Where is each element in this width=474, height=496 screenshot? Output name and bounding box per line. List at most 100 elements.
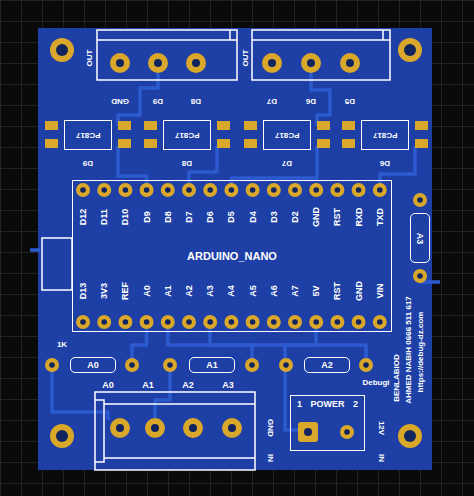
pin-label: D6 bbox=[206, 210, 215, 224]
silkscreen-label: A1 bbox=[141, 381, 155, 390]
drill-hole bbox=[283, 362, 289, 368]
silkscreen-label: D9 bbox=[82, 159, 94, 167]
solder-pad bbox=[373, 183, 387, 197]
solder-pad bbox=[182, 183, 196, 197]
pin-label: A5 bbox=[248, 284, 257, 298]
drill-hole bbox=[250, 319, 256, 325]
solder-pad bbox=[309, 183, 323, 197]
drill-hole bbox=[186, 319, 192, 325]
smd-pad bbox=[317, 139, 330, 148]
silkscreen-label: A0 bbox=[101, 381, 115, 390]
solder-pad bbox=[182, 315, 196, 329]
drill-hole bbox=[417, 273, 423, 279]
drill-hole bbox=[271, 187, 277, 193]
solder-pad bbox=[352, 183, 366, 197]
drill-hole bbox=[271, 319, 277, 325]
drill-hole bbox=[144, 319, 150, 325]
drill-hole bbox=[377, 187, 383, 193]
drill-hole bbox=[192, 59, 200, 67]
solder-pad bbox=[118, 315, 132, 329]
solder-pad bbox=[267, 183, 281, 197]
pcb-board bbox=[38, 28, 432, 470]
designer-note: AHMED NABIH 0666 511 617 bbox=[405, 295, 413, 405]
solder-pad bbox=[76, 315, 90, 329]
smd-pad bbox=[144, 121, 157, 130]
drill-hole bbox=[228, 424, 236, 432]
silkscreen-label: D8 bbox=[190, 97, 202, 105]
silkscreen-label: 1K bbox=[56, 341, 68, 349]
drill-hole bbox=[165, 187, 171, 193]
pin-label: A7 bbox=[291, 284, 300, 298]
pin-label: D13 bbox=[79, 282, 88, 301]
drill-hole bbox=[250, 187, 256, 193]
drill-hole bbox=[101, 319, 107, 325]
designer-note: BENLABIOD bbox=[393, 353, 401, 403]
drill-hole bbox=[49, 362, 55, 368]
solder-pad bbox=[279, 358, 293, 372]
solder-pad bbox=[413, 269, 427, 283]
drill-hole bbox=[101, 187, 107, 193]
drill-hole bbox=[335, 187, 341, 193]
solder-pad bbox=[145, 418, 165, 438]
silkscreen-label: D7 bbox=[281, 159, 293, 167]
solder-pad bbox=[163, 358, 177, 372]
pin-label: REF bbox=[121, 281, 130, 301]
drill-hole bbox=[80, 319, 86, 325]
drill-hole bbox=[129, 362, 135, 368]
smd-pad bbox=[317, 121, 330, 130]
solder-pad bbox=[97, 183, 111, 197]
designer-note: Debugi bbox=[361, 379, 390, 387]
pin-label: RXD bbox=[354, 206, 363, 227]
pin-label: D5 bbox=[227, 210, 236, 224]
solder-pad bbox=[97, 315, 111, 329]
solder-pad bbox=[161, 183, 175, 197]
pin-label: D9 bbox=[142, 210, 151, 224]
drill-hole bbox=[313, 319, 319, 325]
silkscreen-label: IN bbox=[377, 453, 385, 463]
drill-hole bbox=[116, 424, 124, 432]
resistor-symbol: A3 bbox=[410, 213, 430, 263]
drill-hole bbox=[144, 187, 150, 193]
drill-hole bbox=[307, 59, 315, 67]
part-label: A0 bbox=[87, 361, 99, 370]
drill-hole bbox=[304, 428, 312, 436]
optocoupler: PC817 bbox=[263, 120, 311, 150]
pin-label: GND bbox=[312, 206, 321, 228]
resistor-symbol: A0 bbox=[70, 357, 116, 373]
solder-pad bbox=[140, 183, 154, 197]
silkscreen-label: D5 bbox=[344, 97, 356, 105]
smd-pad bbox=[45, 121, 58, 130]
solder-pad bbox=[330, 183, 344, 197]
silkscreen-label: OUT bbox=[242, 49, 250, 68]
copper-traces bbox=[30, 73, 440, 430]
optocoupler: PC817 bbox=[64, 120, 112, 150]
smd-pad bbox=[342, 121, 355, 130]
optocoupler: PC817 bbox=[163, 120, 211, 150]
solder-pad bbox=[203, 183, 217, 197]
solder-pad bbox=[224, 183, 238, 197]
pin-label: D8 bbox=[163, 210, 172, 224]
solder-pad bbox=[222, 418, 242, 438]
silkscreen-label: A3 bbox=[221, 381, 235, 390]
solder-pad bbox=[373, 315, 387, 329]
drill-hole bbox=[80, 187, 86, 193]
silkscreen-label: D9 bbox=[152, 97, 164, 105]
pin-label: A1 bbox=[163, 284, 172, 298]
solder-pad bbox=[76, 183, 90, 197]
drill-hole bbox=[189, 424, 197, 432]
part-label: A2 bbox=[321, 361, 333, 370]
drill-hole bbox=[335, 319, 341, 325]
drill-hole bbox=[313, 187, 319, 193]
solder-pad bbox=[161, 315, 175, 329]
drill-hole bbox=[249, 362, 255, 368]
drill-hole bbox=[186, 187, 192, 193]
drill-hole bbox=[417, 197, 423, 203]
terminal-label: POWER bbox=[310, 400, 344, 409]
smd-pad bbox=[342, 139, 355, 148]
drill-hole bbox=[229, 319, 235, 325]
pin-label: 5V bbox=[312, 284, 321, 297]
pin-label: GND bbox=[354, 280, 363, 302]
solder-pad bbox=[246, 183, 260, 197]
drill-hole bbox=[116, 59, 124, 67]
